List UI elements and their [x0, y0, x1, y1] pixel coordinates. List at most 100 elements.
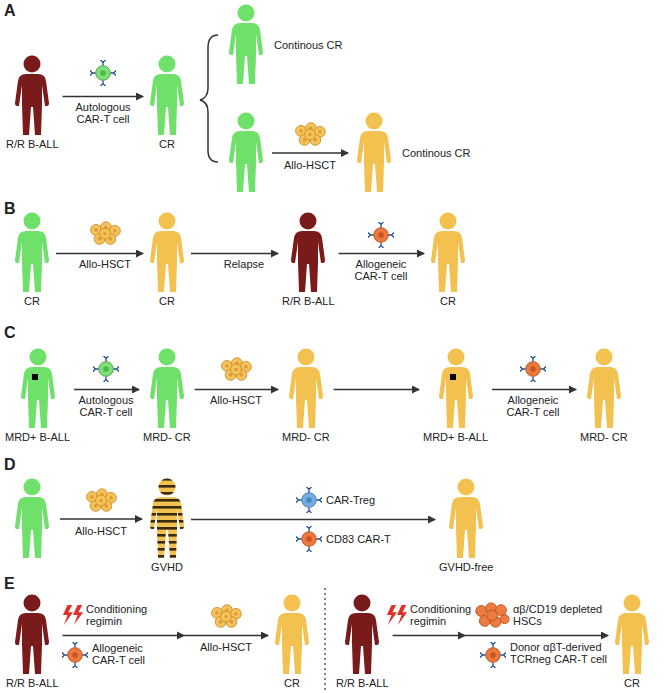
hsc-cluster-icon — [87, 489, 117, 512]
arrow-label: Allo-HSCT — [70, 258, 140, 270]
flow-arrow — [63, 635, 268, 637]
arrow-label: Allo-HSCT — [201, 394, 271, 406]
arrow-label: Conditioning regimin — [410, 603, 474, 627]
person-node: MRD- CR — [143, 348, 191, 444]
person-node: CR — [12, 212, 52, 308]
stage-label: MRD+ B-ALL — [5, 431, 70, 444]
person-figure — [12, 594, 52, 676]
stage-label: MRD- CR — [282, 431, 330, 444]
hsc-cluster-icon — [91, 222, 121, 245]
flow-arrow — [334, 389, 419, 391]
flow-arrow — [63, 96, 143, 98]
arrow-label: Allogeneic CAR-T cell — [344, 258, 418, 282]
person-figure — [229, 113, 263, 193]
person-figure — [612, 594, 652, 676]
person-node: GVHD — [147, 478, 187, 574]
person-node: CR — [428, 212, 468, 308]
stage-label: CR — [428, 295, 468, 308]
mrd-marker — [32, 374, 38, 380]
stage-label: MRD- CR — [580, 431, 628, 444]
person-node: MRD- CR — [580, 348, 628, 444]
annotation-label: Donor αβT-derived TCRneg CAR-T cell — [510, 641, 608, 665]
stage-label: CR — [147, 138, 187, 151]
person-node: CR — [272, 594, 312, 690]
car-t-cell-icon — [480, 642, 506, 668]
person-figure — [147, 348, 187, 430]
person-node: GVHD-free — [439, 478, 493, 574]
arrow — [272, 152, 348, 154]
person-node: MRD- CR — [282, 348, 330, 444]
arrow-label: Allogeneic CAR-T cell — [497, 394, 569, 418]
conditioning-bolt — [387, 605, 407, 625]
person-figure — [12, 55, 52, 137]
person-node: Continous CR — [354, 112, 470, 194]
person-node: R/R B-ALL — [6, 55, 59, 151]
person-figure — [354, 112, 394, 194]
car-treg-icon — [296, 487, 322, 513]
person-figure — [12, 212, 52, 294]
flow-arrow — [393, 635, 608, 637]
panel-letter: A — [4, 2, 16, 20]
person-figure — [288, 212, 328, 294]
car-t-cell-icon — [62, 642, 88, 668]
arrow-label: Conditioning regimin — [86, 603, 152, 627]
person-figure — [584, 348, 624, 430]
conditioning-bolt — [63, 605, 83, 625]
stage-label: MRD- CR — [143, 431, 191, 444]
person-figure — [342, 594, 382, 676]
person-node: R/R B-ALL — [336, 594, 389, 690]
annotation-label: Allo-HSCT — [191, 641, 261, 653]
stage-label: CR — [612, 677, 652, 690]
car-t-cell-icon — [520, 356, 546, 382]
person-node: MRD+ B-ALL — [5, 348, 70, 444]
stage-label: CR — [12, 295, 52, 308]
person-node: R/R B-ALL — [6, 594, 59, 690]
stage-label: GVHD-free — [439, 561, 493, 574]
hsc-cluster-icon — [212, 605, 242, 628]
person-node: Continous CR — [226, 4, 342, 86]
car-t-cell-icon — [296, 526, 322, 552]
person-figure — [286, 348, 326, 430]
car-t-cell-icon — [368, 222, 394, 248]
stage-label: CR — [147, 295, 187, 308]
person-figure — [226, 4, 266, 86]
car-t-cell-icon — [93, 356, 119, 382]
panel-letter: E — [4, 575, 15, 593]
stage-label: CR — [272, 677, 312, 690]
flow-arrow — [492, 389, 576, 391]
divider — [324, 588, 325, 690]
person-figure — [436, 348, 476, 430]
person-node: R/R B-ALL — [282, 212, 335, 308]
depleted-hsc-icon — [476, 603, 509, 627]
annotation-label: CD83 CAR-T — [326, 533, 416, 545]
arrow-label: CAR-Treg — [326, 494, 406, 506]
person-node: CR — [612, 594, 652, 690]
arrow-label: Autologous CAR-T cell — [72, 394, 140, 418]
arrow — [60, 518, 142, 520]
mrd-marker — [450, 374, 456, 380]
flow-arrow — [191, 253, 278, 255]
flow-arrow — [74, 389, 139, 391]
annotation-label: Allo-HSCT — [66, 525, 136, 537]
stage-label: R/R B-ALL — [282, 295, 335, 308]
person-figure — [428, 212, 468, 294]
arrow-label: Autologous CAR-T cell — [67, 101, 139, 125]
bracket — [200, 35, 218, 162]
person-figure — [446, 478, 486, 560]
stage-label: MRD+ B-ALL — [423, 431, 488, 444]
person-node: CR — [147, 212, 187, 308]
flow-arrow — [195, 389, 278, 391]
stage-label: R/R B-ALL — [6, 138, 59, 151]
person-figure — [18, 348, 58, 430]
person-node: MRD+ B-ALL — [423, 348, 488, 444]
person-figure — [272, 594, 312, 676]
person-figure — [147, 212, 187, 294]
stage-label: R/R B-ALL — [336, 677, 389, 690]
panel-letter: B — [4, 200, 16, 218]
person-figure — [147, 478, 187, 560]
annotation-label: Allogeneic CAR-T cell — [92, 642, 162, 666]
car-t-cell-icon — [90, 60, 116, 86]
panel-letter: D — [4, 456, 16, 474]
arrow-head — [177, 632, 185, 640]
person-node: CR — [147, 55, 187, 151]
